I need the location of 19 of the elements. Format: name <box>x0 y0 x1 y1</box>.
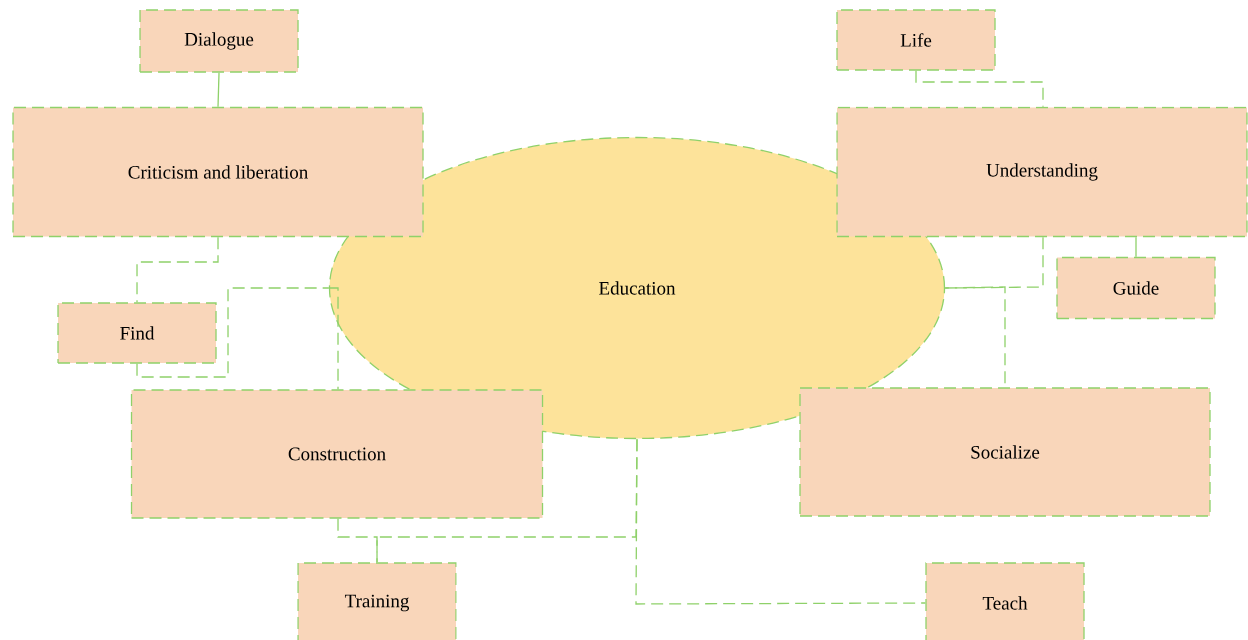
concept-box: Understanding <box>836 106 1248 238</box>
ellipse-node: Education <box>328 136 946 440</box>
concept-box: Guide <box>1056 256 1216 320</box>
connector-line <box>337 518 378 563</box>
connector-line <box>915 70 1044 108</box>
concept-box: Criticism and liberation <box>12 106 424 238</box>
concept-box: Teach <box>925 562 1085 640</box>
concept-box: Life <box>836 9 996 71</box>
concept-box: Socialize <box>799 387 1211 517</box>
connector-line <box>136 236 219 303</box>
concept-box: Construction <box>130 389 544 519</box>
connector-line <box>1135 236 1137 258</box>
concept-box: Find <box>57 302 217 364</box>
connector-line <box>136 287 330 378</box>
concept-box: Training <box>297 562 457 640</box>
connector-line <box>635 438 926 605</box>
concept-box: Dialogue <box>139 9 299 73</box>
connector-line <box>217 72 220 108</box>
connector-line <box>328 287 339 390</box>
